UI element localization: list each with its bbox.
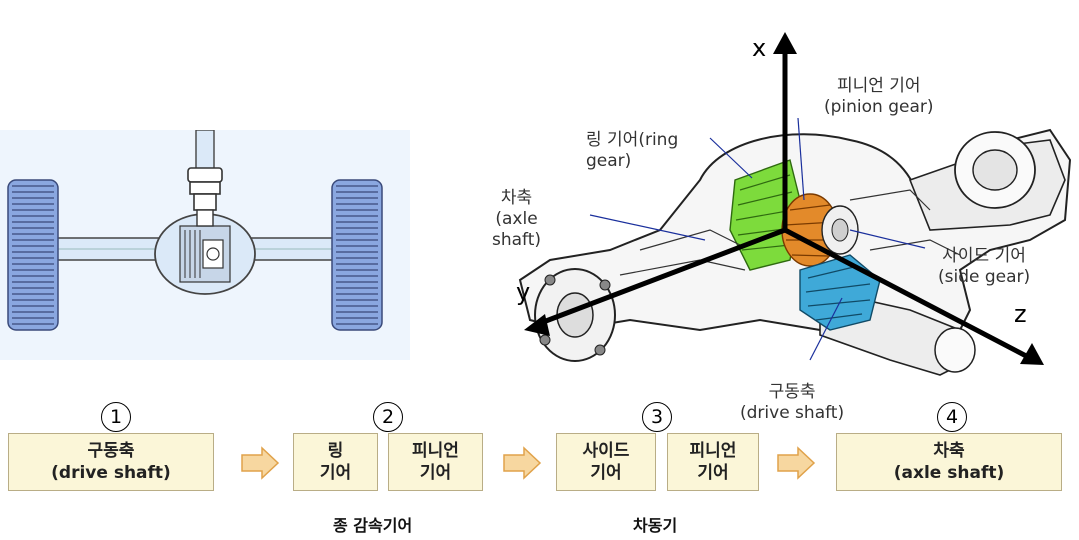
flow-arrow-1	[241, 446, 280, 480]
pinion-gear-box-1: 피니언 기어	[388, 433, 483, 491]
box-line-2: 기어	[419, 463, 452, 483]
coordinate-axes	[537, 48, 1032, 361]
side-gear-label: 사이드 기어 (side gear)	[938, 246, 1031, 287]
box-line-2: (drive shaft)	[51, 463, 171, 483]
flow-arrow-3	[777, 446, 816, 480]
left-tire	[7, 179, 59, 331]
final-reduction-caption: 종 감속기어	[333, 516, 413, 535]
box-line-2: 기어	[319, 463, 352, 483]
axle-shaft-label: 차축 (axle shaft)	[492, 188, 542, 250]
drive-shaft-label: 구동축 (drive shaft)	[740, 382, 845, 423]
drive-shaft-box: 구동축 (drive shaft)	[8, 433, 214, 491]
drive-pinion-shape	[799, 254, 881, 331]
side-gear-box: 사이드 기어	[556, 433, 656, 491]
box-line-2: 기어	[590, 463, 622, 483]
pinion-gear-label: 피니언 기어 (pinion gear)	[824, 76, 934, 117]
side-gear-shape	[821, 205, 859, 255]
box-line-1: 피니언	[412, 441, 459, 461]
box-line-1: 사이드	[582, 441, 630, 461]
right-tire	[331, 179, 383, 331]
ring-gear-label: 링 기어(ring gear)	[586, 130, 679, 171]
box-line-2: (axle shaft)	[893, 463, 1005, 483]
step-number-3: 3	[642, 402, 672, 432]
step-number-2: 2	[373, 402, 403, 432]
ring-gear-box: 링 기어	[293, 433, 378, 491]
differential-caption: 차동기	[633, 516, 678, 535]
x-axis-label: x	[752, 34, 767, 62]
axle-shaft-box: 차축 (axle shaft)	[836, 433, 1062, 491]
box-line-1: 차축	[933, 441, 965, 461]
box-line-1: 피니언	[689, 441, 737, 461]
box-line-1: 링	[327, 441, 344, 461]
differential-illustration	[490, 30, 1079, 390]
drivetrain-diagram	[0, 129, 410, 360]
box-line-1: 구동축	[87, 441, 135, 461]
flow-arrow-2	[503, 446, 542, 480]
drive-shaft	[195, 129, 215, 171]
y-axis-label: y	[516, 278, 531, 306]
pinion-gear-box-2: 피니언 기어	[667, 433, 759, 491]
step-number-1: 1	[101, 402, 131, 432]
z-axis-label: z	[1014, 300, 1027, 328]
box-line-2: 기어	[697, 463, 729, 483]
step-number-4: 4	[937, 402, 967, 432]
